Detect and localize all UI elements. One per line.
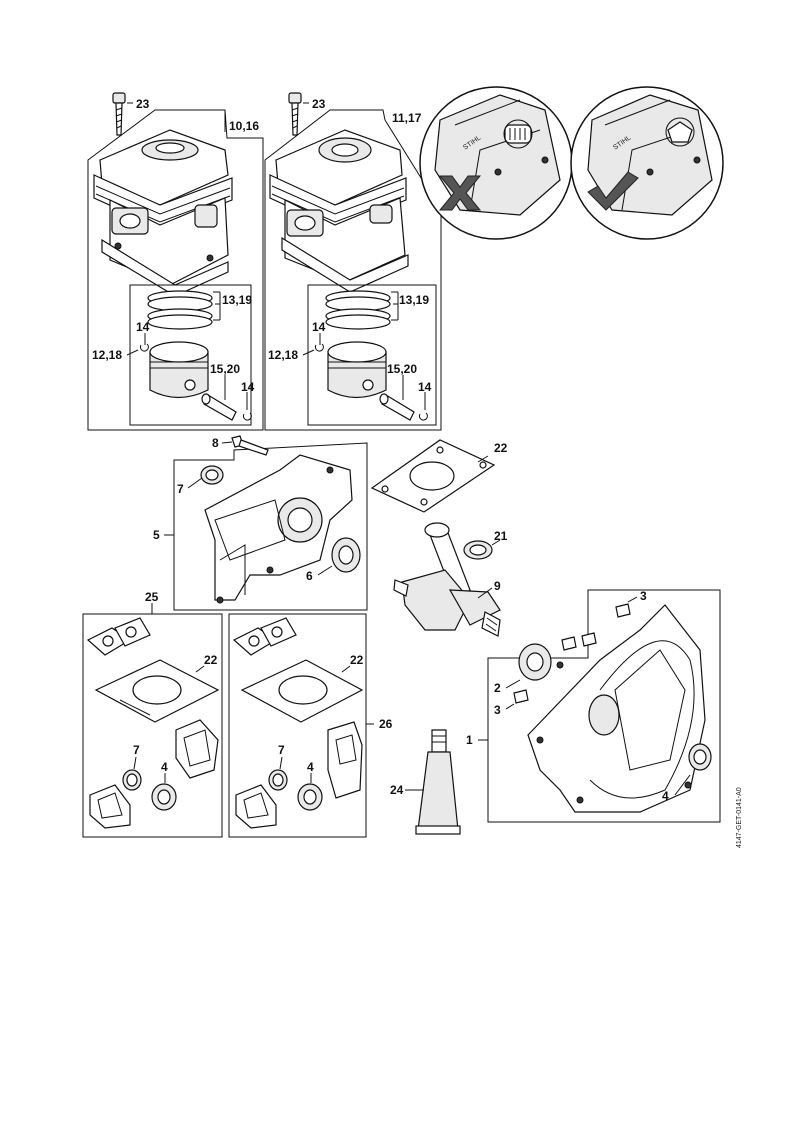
install-detail-correct: STIHL bbox=[570, 86, 724, 240]
callout-15-20-left: 15,20 bbox=[210, 362, 240, 376]
circlip-left-a bbox=[139, 343, 149, 352]
crankcase-group bbox=[478, 589, 721, 823]
piston-kit-box-right bbox=[307, 284, 437, 426]
callout-4-set-26: 4 bbox=[307, 760, 314, 774]
callout-14-right-b: 14 bbox=[418, 380, 432, 394]
crankcase-half bbox=[204, 454, 353, 604]
callout-2: 2 bbox=[494, 681, 501, 695]
callout-8: 8 bbox=[212, 436, 219, 450]
callout-14-right-a: 14 bbox=[312, 320, 326, 334]
crankcase bbox=[527, 604, 706, 813]
circlip-right-b bbox=[418, 412, 428, 421]
piston-right bbox=[327, 341, 387, 399]
piston-rings-left bbox=[147, 290, 213, 330]
circlip-left-b bbox=[242, 412, 252, 421]
callout-14-left-b: 14 bbox=[241, 380, 255, 394]
callout-11-17: 11,17 bbox=[392, 111, 422, 125]
ball-bearing-6 bbox=[331, 537, 361, 573]
callout-24: 24 bbox=[390, 783, 404, 797]
ball-bearing-2 bbox=[518, 643, 552, 681]
callout-6: 6 bbox=[306, 569, 313, 583]
callout-4-set-25: 4 bbox=[161, 760, 168, 774]
callout-26: 26 bbox=[379, 717, 393, 731]
dowel-sleeves-misc bbox=[561, 632, 597, 651]
callout-1: 1 bbox=[466, 733, 473, 747]
dowel-sleeve-3a bbox=[615, 603, 631, 618]
callout-12-18-left: 12,18 bbox=[92, 348, 122, 362]
callout-4-crankcase: 4 bbox=[662, 789, 669, 803]
callout-25: 25 bbox=[145, 590, 159, 604]
gasket-set-25 bbox=[82, 603, 223, 838]
callout-22-gasket: 22 bbox=[494, 441, 508, 455]
callout-15-20-right: 15,20 bbox=[387, 362, 417, 376]
cylinder-kit-left bbox=[87, 92, 264, 431]
callout-3-top: 3 bbox=[640, 589, 647, 603]
oil-seal-4c bbox=[688, 743, 712, 771]
callout-22-set-26: 22 bbox=[350, 653, 364, 667]
callout-21: 21 bbox=[494, 529, 508, 543]
callout-23-left: 23 bbox=[136, 97, 150, 111]
callout-labels: 23 10,16 23 11,17 13,19 14 12,18 15,20 1… bbox=[92, 97, 669, 803]
gasket-set-26 bbox=[228, 613, 374, 838]
cylinder-right bbox=[269, 129, 409, 293]
callout-9: 9 bbox=[494, 579, 501, 593]
piston-kit-box-left bbox=[129, 284, 252, 426]
callout-7-set-26: 7 bbox=[278, 743, 285, 757]
check-mark-icon bbox=[587, 171, 639, 211]
piston-pin-left bbox=[201, 393, 237, 421]
drawing-reference-code: 4147-GET-0141-A0 bbox=[736, 787, 743, 848]
cylinder-kit-right bbox=[264, 92, 442, 431]
screw-23-left bbox=[112, 92, 126, 136]
callout-13-19-left: 13,19 bbox=[222, 293, 252, 307]
needle-cage bbox=[463, 539, 501, 560]
cylinder-gasket bbox=[370, 439, 496, 513]
callout-3-bottom: 3 bbox=[494, 703, 501, 717]
piston-left bbox=[149, 341, 209, 399]
callout-5: 5 bbox=[153, 528, 160, 542]
crankshaft bbox=[393, 522, 501, 637]
piston-rings-right bbox=[325, 290, 391, 330]
callout-13-19-right: 13,19 bbox=[399, 293, 429, 307]
circlip-right-a bbox=[314, 343, 324, 352]
callout-10-16: 10,16 bbox=[229, 119, 259, 133]
piston-pin-right bbox=[379, 393, 415, 421]
grease-tube bbox=[405, 729, 461, 835]
callout-12-18-right: 12,18 bbox=[268, 348, 298, 362]
dowel-sleeve-3b bbox=[513, 689, 529, 704]
oil-seal-7a bbox=[200, 465, 224, 485]
cross-mark-icon bbox=[438, 175, 482, 211]
callout-22-set-25: 22 bbox=[204, 653, 218, 667]
screw-23-right bbox=[288, 92, 302, 136]
callout-14-left-a: 14 bbox=[136, 320, 150, 334]
screw-8 bbox=[231, 435, 269, 456]
cylinder-left bbox=[93, 129, 233, 297]
callout-7-set-25: 7 bbox=[133, 743, 140, 757]
crankcase-half-group bbox=[164, 435, 368, 611]
callout-23-right: 23 bbox=[312, 97, 326, 111]
install-detail-incorrect: STIHL bbox=[419, 86, 573, 240]
callout-7-crankcase-half: 7 bbox=[177, 482, 184, 496]
